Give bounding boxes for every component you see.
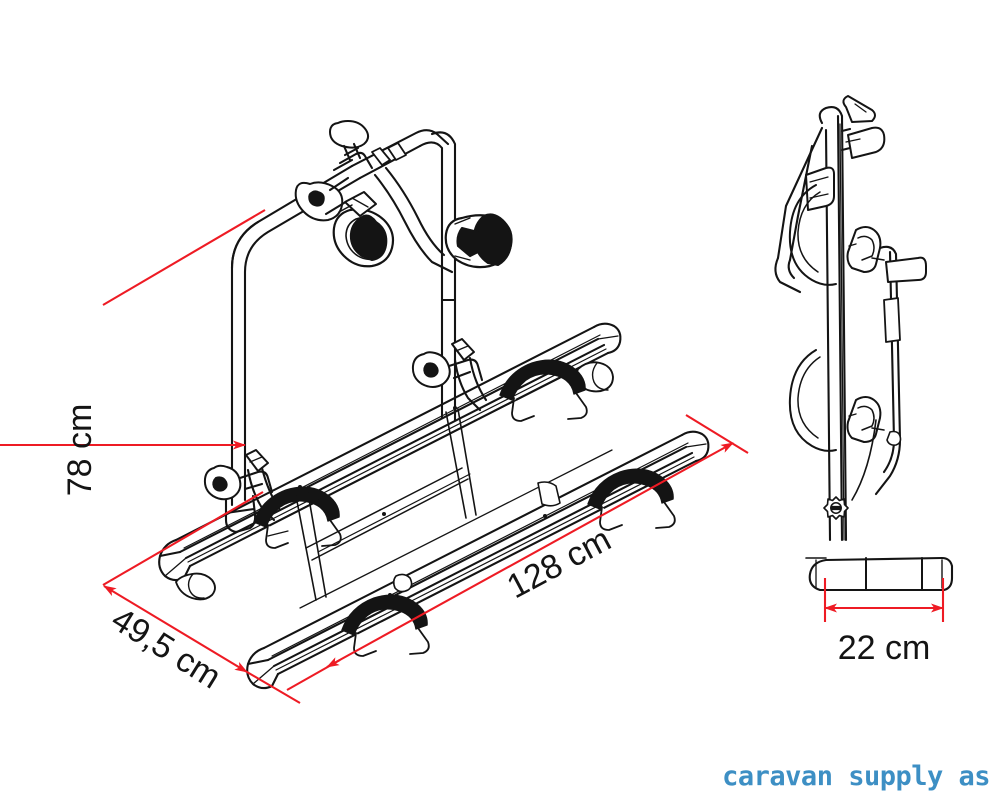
isometric-view-linework	[158, 120, 710, 690]
dimension-side-depth	[823, 578, 945, 622]
side-view-linework	[774, 95, 954, 592]
dimension-label-height: 78 cm	[61, 404, 99, 497]
dimension-lines	[0, 209, 945, 704]
dimension-label-side-depth: 22 cm	[838, 629, 931, 667]
dimension-height	[0, 209, 266, 586]
dimension-depth	[103, 585, 301, 704]
watermark-caravan-supply: caravan supply as	[722, 761, 990, 792]
dimension-labels: 78 cm 49,5 cm 128 cm 22 cm	[61, 404, 930, 697]
dimension-width	[286, 414, 749, 691]
